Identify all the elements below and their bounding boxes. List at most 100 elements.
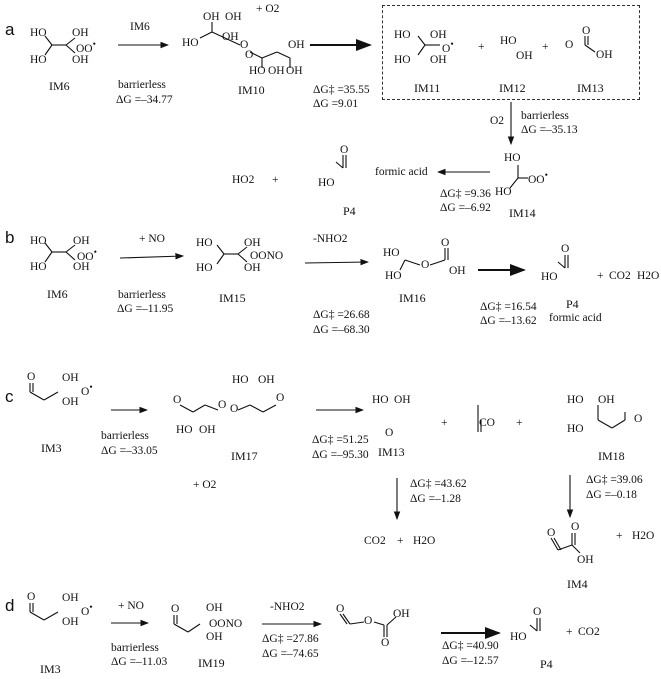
atom-label: O (173, 394, 182, 406)
atom-label: O (561, 243, 570, 255)
atom-label: OH (394, 394, 411, 406)
atom-label: OH (286, 65, 303, 77)
atom-label: HO (30, 27, 47, 39)
molecule-im13 (584, 36, 596, 53)
atom-label: OH (72, 54, 89, 66)
label-im3-c: IM3 (41, 441, 62, 455)
radical-oo: OO• (77, 247, 97, 263)
condition-text: barrierless (118, 79, 166, 91)
label-im17: IM17 (231, 449, 258, 463)
plus-sign: + (441, 417, 448, 429)
atom-label: OH (577, 554, 594, 566)
label-im14: IM14 (509, 206, 536, 220)
species-h2o-c: H2O (413, 535, 436, 547)
atom-label: HO (30, 235, 47, 247)
delta-g: ΔG =–13.62 (480, 315, 537, 327)
atom-label: O (240, 39, 249, 51)
atom-label: HO (385, 270, 402, 282)
atom-label: HO (567, 423, 584, 435)
atom-label: O (385, 427, 394, 439)
label-im16: IM16 (399, 291, 426, 305)
atom-label: HO (510, 631, 527, 643)
atom-label: HO (318, 177, 335, 189)
plus-sign: + (566, 626, 573, 638)
atom-label: O (547, 527, 556, 539)
radical-oo: OO• (528, 170, 548, 186)
atom-label: OH (598, 394, 615, 406)
molecule-im15 (216, 244, 248, 265)
radical-o: O• (442, 39, 454, 55)
name-formic-acid-b: formic acid (549, 312, 602, 324)
atom-label: O (340, 144, 349, 156)
atom-label: HO (495, 186, 512, 198)
molecule-aldehyde-ester (339, 613, 397, 637)
arrow-b1 (119, 252, 185, 260)
atom-label: OH (430, 29, 447, 41)
plus-sign: + (597, 270, 604, 282)
molecule-im19 (173, 615, 201, 633)
atom-label: O (582, 25, 591, 37)
label-p4-a: P4 (343, 204, 356, 218)
panel-label-c: c (5, 387, 14, 406)
group-oono: OONO (250, 250, 284, 262)
atom-label: HO (176, 424, 193, 436)
atom-label: HO (30, 261, 47, 273)
atom-label: OH (449, 265, 466, 277)
condition-text: barrierless (101, 430, 149, 442)
arrow-over-text: -NHO2 (270, 601, 305, 613)
atom-label: OH (203, 11, 220, 23)
delta-g-ts: ΔG‡ =26.68 (313, 309, 370, 321)
label-im6: IM6 (49, 79, 70, 93)
atom-label: O (276, 392, 285, 404)
panel-label-a: a (5, 20, 15, 39)
delta-g: ΔG =–6.92 (440, 202, 491, 214)
molecule-im16 (399, 248, 449, 271)
plus-sign: + (397, 535, 404, 547)
group-oono-d: OONO (209, 618, 243, 630)
delta-g-ts: ΔG‡ =39.06 (586, 474, 643, 486)
arrow-b2 (304, 258, 370, 266)
delta-g: ΔG =–0.18 (586, 489, 637, 501)
atom-label: OH (244, 262, 261, 274)
condition-text: barrierless (118, 289, 166, 301)
atom-label: OH (73, 235, 90, 247)
delta-g: ΔG =–12.57 (442, 655, 499, 667)
plus-sign: + (478, 41, 485, 53)
atom-label: OH (62, 616, 79, 628)
species-co2-c: CO2 (364, 535, 386, 547)
species-ho2: HO2 (232, 174, 255, 186)
arrow-over-text: + O2 (256, 3, 280, 15)
atom-label: OH (288, 39, 305, 51)
delta-g: ΔG =–35.13 (521, 124, 578, 136)
species-co: CO (479, 417, 495, 429)
atom-label: O (27, 371, 36, 383)
species-o2: + O2 (193, 479, 217, 491)
delta-g-ts: ΔG‡ =27.86 (262, 633, 319, 645)
name-formic-acid: formic acid (375, 166, 428, 178)
atom-label: HO (504, 152, 521, 164)
atom-label: O (27, 591, 36, 603)
atom-label: HO (394, 29, 411, 41)
atom-label: O (441, 237, 450, 249)
molecule-p4-b (557, 255, 569, 269)
label-im11: IM11 (414, 81, 441, 95)
delta-g: ΔG =–1.28 (410, 493, 461, 505)
atom-label: O (634, 413, 643, 425)
atom-label: HO (196, 262, 213, 274)
atom-label: OH (393, 608, 410, 620)
species-co2-b: CO2 (609, 270, 631, 282)
atom-label: O (421, 259, 430, 271)
delta-g-ts: ΔG‡ =35.55 (313, 84, 370, 96)
molecule-im14 (509, 165, 528, 189)
atom-label: O (171, 603, 180, 615)
atom-label: O (336, 603, 345, 615)
atom-label: O (571, 521, 580, 533)
plus-sign: + (272, 174, 279, 186)
atom-label: OH (516, 50, 533, 62)
molecule-im13-c (477, 405, 482, 432)
atom-label: HO (394, 54, 411, 66)
label-im15: IM15 (219, 291, 246, 305)
arrow-side-text: O2 (490, 115, 505, 127)
label-im19: IM19 (198, 656, 225, 670)
atom-label: OH (62, 396, 79, 408)
